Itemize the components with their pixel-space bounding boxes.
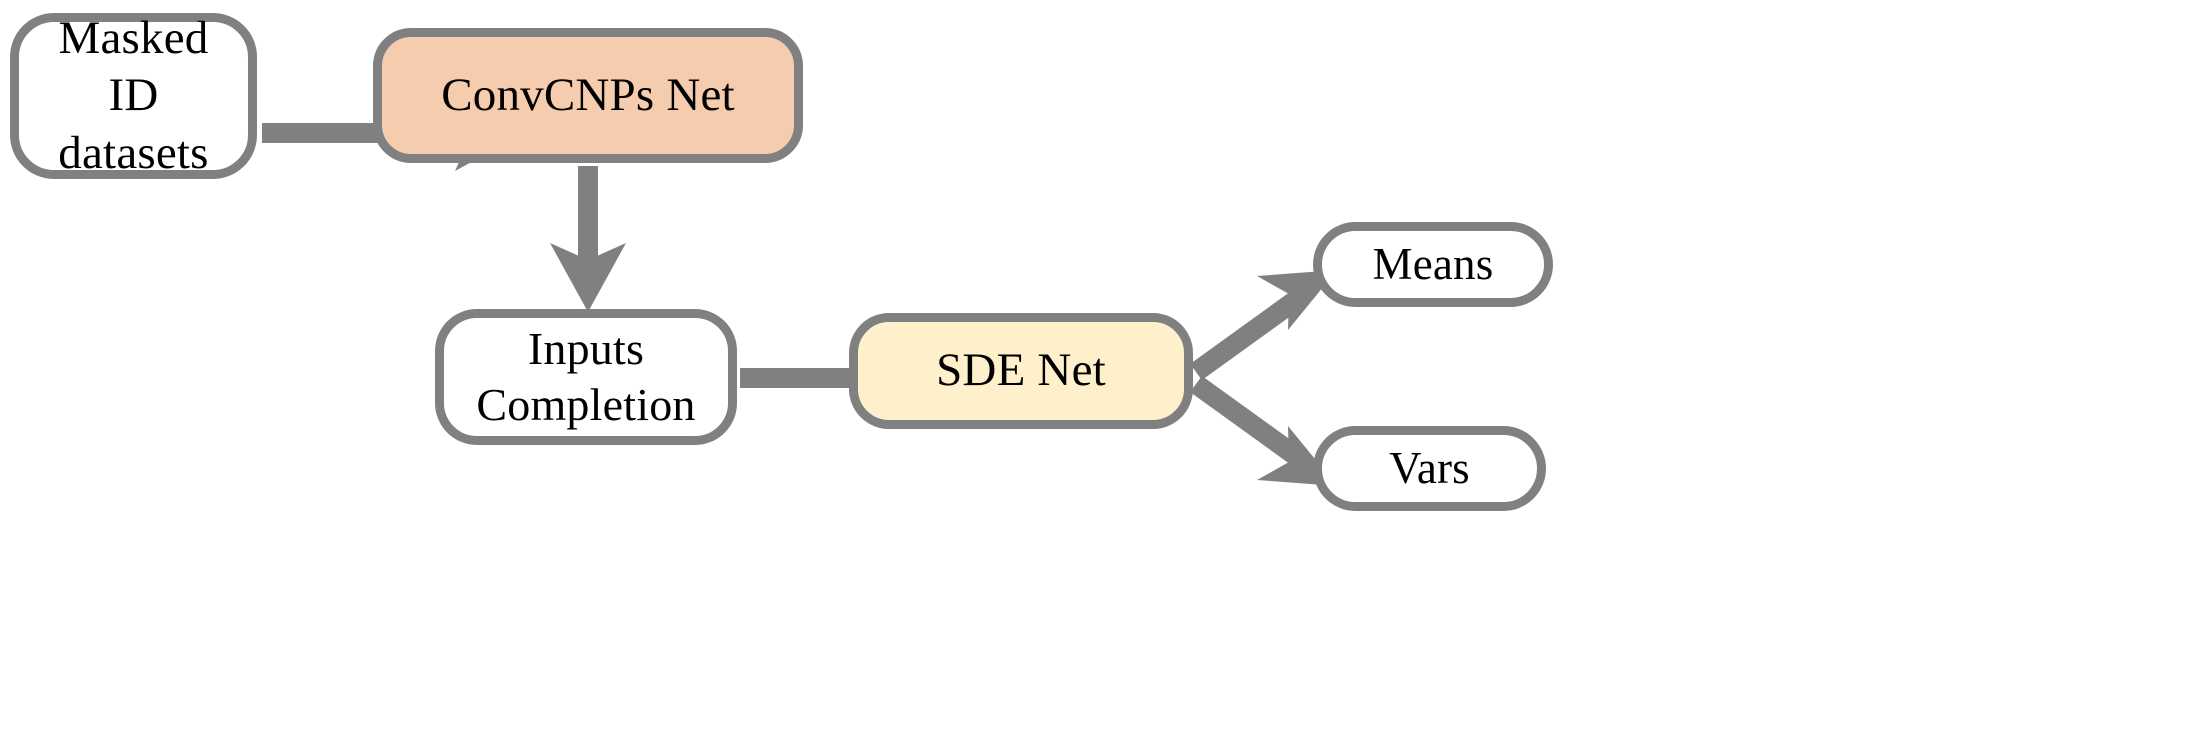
node-masked-id-datasets[interactable]: Masked ID datasets (10, 12, 257, 179)
node-vars[interactable]: Vars (1313, 426, 1546, 511)
node-inputs-completion-label: Inputs Completion (476, 322, 696, 430)
node-inputs-completion[interactable]: Inputs Completion (435, 309, 737, 445)
node-sde-net-label: SDE Net (936, 344, 1106, 397)
node-convcnps-net-label: ConvCNPs Net (441, 68, 735, 121)
node-sde-net[interactable]: SDE Net (849, 313, 1193, 429)
node-masked-id-datasets-label: Masked ID datasets (58, 12, 209, 179)
node-means[interactable]: Means (1313, 222, 1553, 307)
node-means-label: Means (1372, 239, 1494, 290)
node-vars-label: Vars (1389, 443, 1470, 494)
edge-sde-to-means (1190, 270, 1337, 381)
node-convcnps-net[interactable]: ConvCNPs Net (373, 28, 803, 163)
edge-convcnps-to-inputs (550, 166, 626, 312)
